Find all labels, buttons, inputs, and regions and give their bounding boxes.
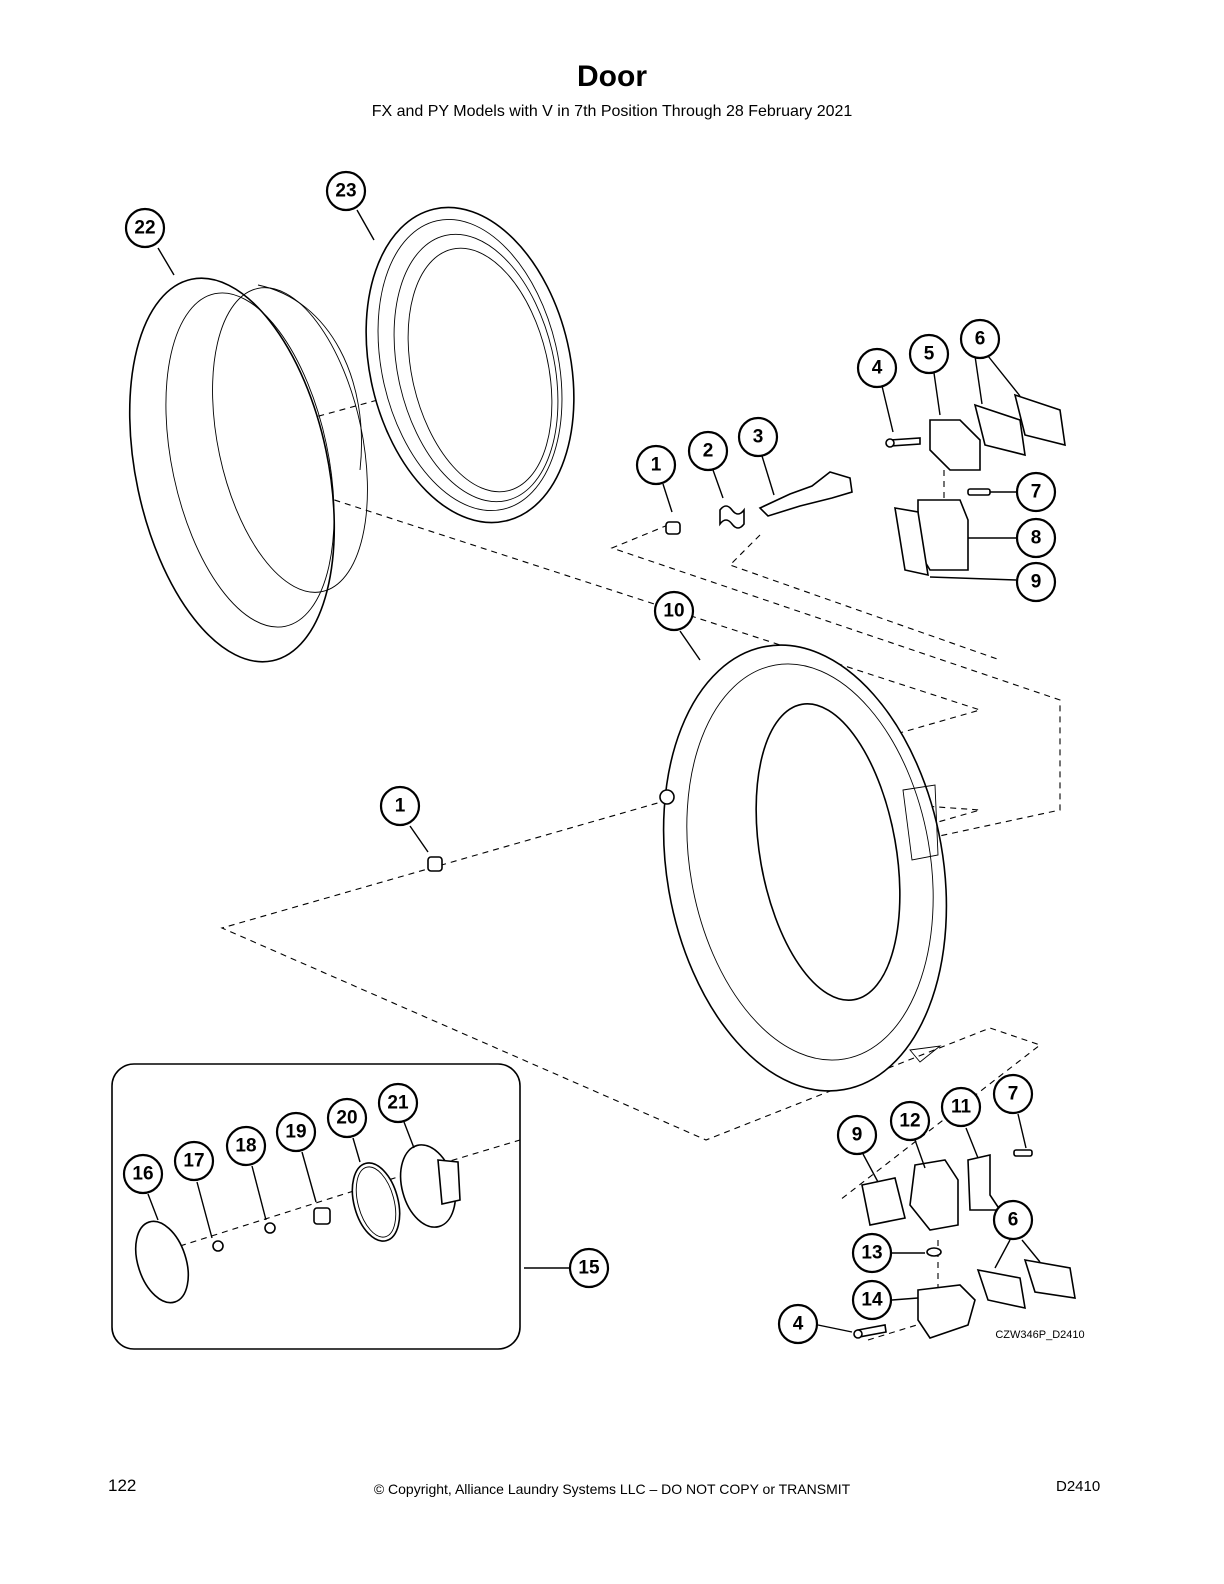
callout-11: 11 bbox=[940, 1086, 982, 1128]
document-code: D2410 bbox=[1056, 1478, 1101, 1495]
copyright-notice: © Copyright, Alliance Laundry Systems LL… bbox=[373, 1481, 851, 1497]
page-title: Door bbox=[577, 60, 647, 93]
callout-4-lower: 4 bbox=[777, 1303, 819, 1345]
callout-3: 3 bbox=[737, 416, 779, 458]
drawing-code: CZW346P_D2410 bbox=[995, 1329, 1084, 1341]
callout-21: 21 bbox=[377, 1082, 419, 1124]
callout-7-upper-label: 7 bbox=[1031, 482, 1042, 503]
callout-22-label: 22 bbox=[134, 218, 155, 239]
callout-6-lower-label: 6 bbox=[1008, 1210, 1019, 1231]
callout-6-lower: 6 bbox=[992, 1199, 1034, 1241]
callout-4-upper-label: 4 bbox=[872, 358, 883, 379]
callout-18: 18 bbox=[225, 1125, 267, 1167]
callout-5-label: 5 bbox=[924, 344, 935, 365]
callout-22: 22 bbox=[124, 207, 166, 249]
callout-6-upper: 6 bbox=[959, 318, 1001, 360]
callout-7-lower: 7 bbox=[992, 1073, 1034, 1115]
callout-5: 5 bbox=[908, 333, 950, 375]
callout-23: 23 bbox=[325, 170, 367, 212]
callout-15: 15 bbox=[568, 1247, 610, 1289]
callout-7-lower-label: 7 bbox=[1008, 1084, 1019, 1105]
callout-12-label: 12 bbox=[899, 1111, 920, 1132]
callout-14-label: 14 bbox=[861, 1290, 883, 1311]
outer-door-ring-part bbox=[128, 277, 368, 663]
callout-10-label: 10 bbox=[663, 601, 684, 622]
callout-13-label: 13 bbox=[861, 1243, 882, 1264]
callout-21-label: 21 bbox=[387, 1093, 409, 1114]
callout-19: 19 bbox=[275, 1111, 317, 1153]
callout-6-upper-label: 6 bbox=[975, 329, 986, 350]
callout-17: 17 bbox=[173, 1140, 215, 1182]
callout-16: 16 bbox=[122, 1153, 164, 1195]
callout-18-label: 18 bbox=[235, 1136, 256, 1157]
callout-2: 2 bbox=[687, 430, 729, 472]
callout-4-lower-label: 4 bbox=[793, 1314, 804, 1335]
callout-1-upper-label: 1 bbox=[651, 455, 662, 476]
callout-11-label: 11 bbox=[951, 1097, 972, 1118]
callout-13: 13 bbox=[851, 1232, 893, 1274]
callout-1-upper: 1 bbox=[635, 444, 677, 486]
callout-19-label: 19 bbox=[285, 1122, 306, 1143]
hinge-hardware-parts bbox=[427, 393, 1076, 1339]
callout-8: 8 bbox=[1015, 517, 1057, 559]
page-number: 122 bbox=[108, 1476, 137, 1495]
callout-14: 14 bbox=[851, 1279, 893, 1321]
callout-1-lower-label: 1 bbox=[395, 796, 406, 817]
callout-9-lower: 9 bbox=[836, 1114, 878, 1156]
callout-17-label: 17 bbox=[183, 1151, 204, 1172]
callout-9-upper: 9 bbox=[1015, 561, 1057, 603]
callout-4-upper: 4 bbox=[856, 347, 898, 389]
callout-1-lower: 1 bbox=[379, 785, 421, 827]
door-frame-part bbox=[662, 644, 948, 1092]
callout-16-label: 16 bbox=[132, 1164, 153, 1185]
callout-3-label: 3 bbox=[753, 427, 764, 448]
window-assembly-inset bbox=[111, 1063, 521, 1350]
callout-20-label: 20 bbox=[336, 1108, 357, 1129]
callout-7-upper: 7 bbox=[1015, 471, 1057, 513]
callout-leaders bbox=[147, 209, 1041, 1333]
callout-12: 12 bbox=[889, 1100, 931, 1142]
callout-20: 20 bbox=[326, 1097, 368, 1139]
callout-9-lower-label: 9 bbox=[852, 1125, 863, 1146]
callout-9-upper-label: 9 bbox=[1031, 572, 1042, 593]
callout-10: 10 bbox=[653, 590, 695, 632]
callout-2-label: 2 bbox=[703, 441, 714, 462]
callout-23-label: 23 bbox=[335, 181, 356, 202]
page-subtitle: FX and PY Models with V in 7th Position … bbox=[371, 103, 853, 120]
door-gasket-ring-part bbox=[365, 206, 575, 524]
callout-8-label: 8 bbox=[1031, 528, 1042, 549]
callout-15-label: 15 bbox=[578, 1258, 600, 1279]
